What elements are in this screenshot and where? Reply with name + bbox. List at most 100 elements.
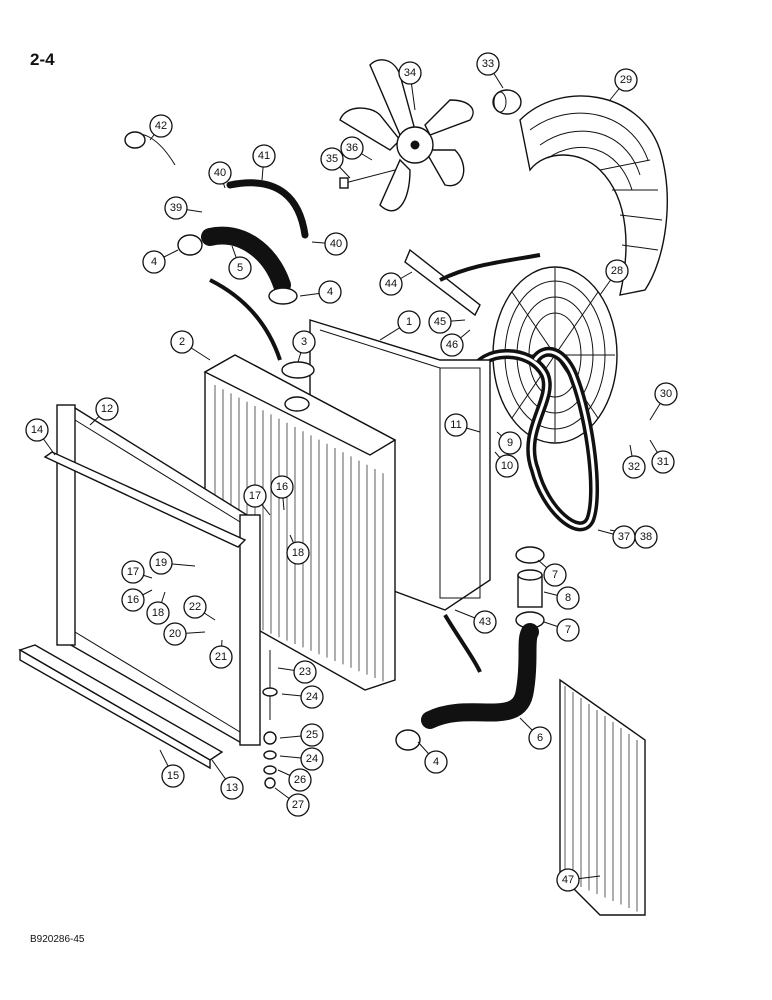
callout-28: 28	[605, 259, 629, 283]
callout-label: 17	[249, 490, 261, 502]
fan-shroud-29	[519, 95, 668, 296]
callout-5: 5	[228, 256, 252, 280]
callout-label: 6	[537, 732, 543, 744]
callout-34: 34	[398, 61, 422, 85]
callout-label: 46	[446, 339, 458, 351]
callout-label: 28	[611, 265, 623, 277]
callout-label: 29	[620, 74, 632, 86]
callout-label: 37	[618, 531, 630, 543]
callout-label: 38	[640, 531, 652, 543]
callout-label: 30	[660, 388, 672, 400]
callout-4: 4	[424, 750, 448, 774]
callout-45: 45	[428, 310, 452, 334]
callout-label: 4	[151, 256, 157, 268]
callout-label: 47	[562, 874, 574, 886]
callout-42: 42	[149, 114, 173, 138]
callout-label: 43	[479, 616, 491, 628]
callout-2: 2	[170, 330, 194, 354]
callout-41: 41	[252, 144, 276, 168]
callout-29: 29	[614, 68, 638, 92]
callout-label: 16	[276, 481, 288, 493]
callout-8: 8	[556, 586, 580, 610]
callout-31: 31	[651, 450, 675, 474]
callout-label: 11	[450, 419, 461, 431]
callout-label: 35	[326, 153, 338, 165]
callout-label: 12	[101, 403, 113, 415]
callout-26: 26	[288, 768, 312, 792]
figure-code: B920286-45	[30, 934, 85, 945]
callout-label: 19	[155, 557, 167, 569]
screen-47	[559, 678, 646, 916]
spacer-33	[492, 89, 522, 115]
callout-label: 23	[299, 666, 311, 678]
callout-label: 16	[127, 594, 139, 606]
callout-label: 17	[127, 566, 139, 578]
strap-42	[124, 131, 176, 166]
callout-label: 40	[330, 238, 342, 250]
tube-8	[517, 569, 543, 608]
callout-38: 38	[634, 525, 658, 549]
callout-label: 42	[155, 120, 167, 132]
callout-39: 39	[164, 196, 188, 220]
callout-label: 21	[215, 651, 227, 663]
callout-label: 4	[327, 286, 333, 298]
callout-43: 43	[473, 610, 497, 634]
callout-17: 17	[243, 484, 267, 508]
callout-36: 36	[340, 136, 364, 160]
callout-25: 25	[300, 723, 324, 747]
callout-label: 2	[179, 336, 185, 348]
callout-9: 9	[498, 431, 522, 455]
callout-44: 44	[379, 272, 403, 296]
callout-label: 24	[306, 691, 318, 703]
bar-14	[43, 451, 247, 548]
callout-label: 18	[152, 607, 164, 619]
callout-15: 15	[161, 764, 185, 788]
callout-16: 16	[270, 475, 294, 499]
callout-label: 14	[31, 424, 43, 436]
callout-17: 17	[121, 560, 145, 584]
callout-label: 13	[226, 782, 238, 794]
callout-label: 26	[294, 774, 306, 786]
callout-19: 19	[149, 551, 173, 575]
callout-label: 15	[167, 770, 179, 782]
callout-21: 21	[209, 645, 233, 669]
fan-34	[339, 59, 474, 212]
callout-40: 40	[208, 161, 232, 185]
callout-14: 14	[25, 418, 49, 442]
callout-label: 7	[552, 569, 558, 581]
callout-18: 18	[146, 601, 170, 625]
stud-23	[262, 650, 278, 789]
callout-24: 24	[300, 685, 324, 709]
callout-label: 4	[433, 756, 439, 768]
callout-18: 18	[286, 541, 310, 565]
bar-15	[18, 644, 224, 770]
callout-label: 1	[406, 316, 412, 328]
callout-label: 7	[565, 624, 571, 636]
callout-4: 4	[318, 280, 342, 304]
callout-27: 27	[286, 793, 310, 817]
callout-label: 22	[189, 601, 201, 613]
callout-40: 40	[324, 232, 348, 256]
callout-label: 40	[214, 167, 226, 179]
callout-label: 44	[385, 278, 397, 290]
callout-label: 3	[301, 336, 307, 348]
callout-label: 41	[258, 150, 270, 162]
callout-label: 25	[306, 729, 318, 741]
callout-label: 32	[628, 461, 640, 473]
upper-hose-5	[201, 179, 309, 294]
drive-belt-37-38	[470, 346, 599, 532]
callout-13: 13	[220, 776, 244, 800]
page-number: 2-4	[30, 50, 55, 69]
callout-35: 35	[320, 147, 344, 171]
callout-6: 6	[528, 726, 552, 750]
callout-label: 5	[237, 262, 243, 274]
callout-11: 11	[444, 413, 468, 437]
hose-clamp	[177, 234, 545, 751]
bracket-44	[404, 248, 481, 317]
callout-12: 12	[95, 397, 119, 421]
callout-24: 24	[300, 747, 324, 771]
callout-32: 32	[622, 455, 646, 479]
callout-label: 20	[169, 628, 181, 640]
callout-label: 27	[292, 799, 304, 811]
